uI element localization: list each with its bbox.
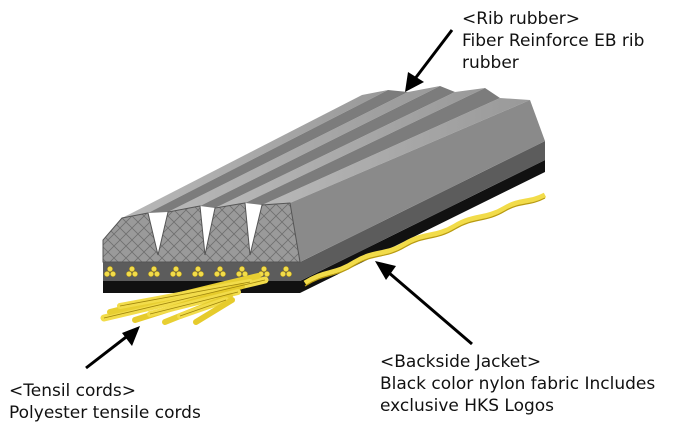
arrow-icon (85, 326, 140, 370)
tensil-cord-dot (129, 266, 135, 272)
tensil-cords-line-1: Polyester tensile cords (9, 403, 201, 423)
backside-jacket-line-1: Black color nylon fabric Includes (380, 374, 656, 394)
tensil-cord-dot (110, 271, 116, 277)
base-band-side (300, 141, 545, 281)
tensil-cord-dot (280, 271, 286, 277)
tensil-cord-bundle (100, 273, 269, 325)
rib-top-4 (262, 98, 530, 205)
rib-groove-1 (148, 90, 408, 213)
tensil-cord-dot (214, 271, 220, 277)
tensil-cord-dot (239, 266, 245, 272)
tensil-cord-dot (148, 271, 154, 277)
tensil-cord-dot (217, 266, 223, 272)
tensil-cords (100, 266, 292, 325)
tensil-cord-dot (151, 266, 157, 272)
tensil-cord-dot (154, 271, 160, 277)
arrow-icon (375, 261, 473, 346)
side-cord-wave (303, 192, 547, 286)
backside-jacket-label: <Backside Jacket> Black color nylon fabr… (380, 351, 655, 417)
side-cord-wave-shadow (304, 197, 546, 287)
arrow-icon (405, 29, 454, 92)
arrows (85, 29, 473, 370)
tensil-cord-dot (195, 266, 201, 272)
rib-top-2 (168, 86, 440, 212)
rib-cross-section (102, 202, 301, 263)
tensil-cord-dot (236, 271, 242, 277)
tensil-cord-dot (104, 271, 110, 277)
rib-side-face (290, 100, 545, 262)
tensil-cords-heading: <Tensil cords> (9, 381, 137, 401)
backside-jacket-line-2: exclusive HKS Logos (380, 396, 555, 416)
tensil-cord-dot (126, 271, 132, 277)
tensil-cord-dot (107, 266, 113, 272)
tensil-cord-dot (176, 271, 182, 277)
tensil-cord-dot (198, 271, 204, 277)
tensil-cord-dot (220, 271, 226, 277)
rib-rubber (102, 86, 545, 263)
rib-rubber-line-1: Fiber Reinforce EB rib (462, 31, 645, 51)
rib-rubber-label: <Rib rubber> Fiber Reinforce EB rib rubb… (462, 8, 644, 74)
tensil-cord-dot (170, 271, 176, 277)
rib-rubber-heading: <Rib rubber> (462, 9, 581, 29)
rib-top-3 (215, 88, 485, 208)
tensil-cord-dot (132, 271, 138, 277)
tensil-cord-dot (261, 266, 267, 272)
tensil-cords-label: <Tensil cords> Polyester tensile cords (9, 380, 201, 424)
tensil-cord-dot (283, 266, 289, 272)
backside-jacket-heading: <Backside Jacket> (380, 352, 542, 372)
tensil-cord-dot (264, 271, 270, 277)
rib-rubber-line-2: rubber (462, 53, 519, 73)
rib-top-1 (122, 90, 388, 218)
tensil-cord-dot (173, 266, 179, 272)
rib-groove-2 (200, 86, 455, 208)
tensil-cord-dot (192, 271, 198, 277)
rib-groove-3 (245, 88, 500, 205)
tensil-cord-dot (286, 271, 292, 277)
